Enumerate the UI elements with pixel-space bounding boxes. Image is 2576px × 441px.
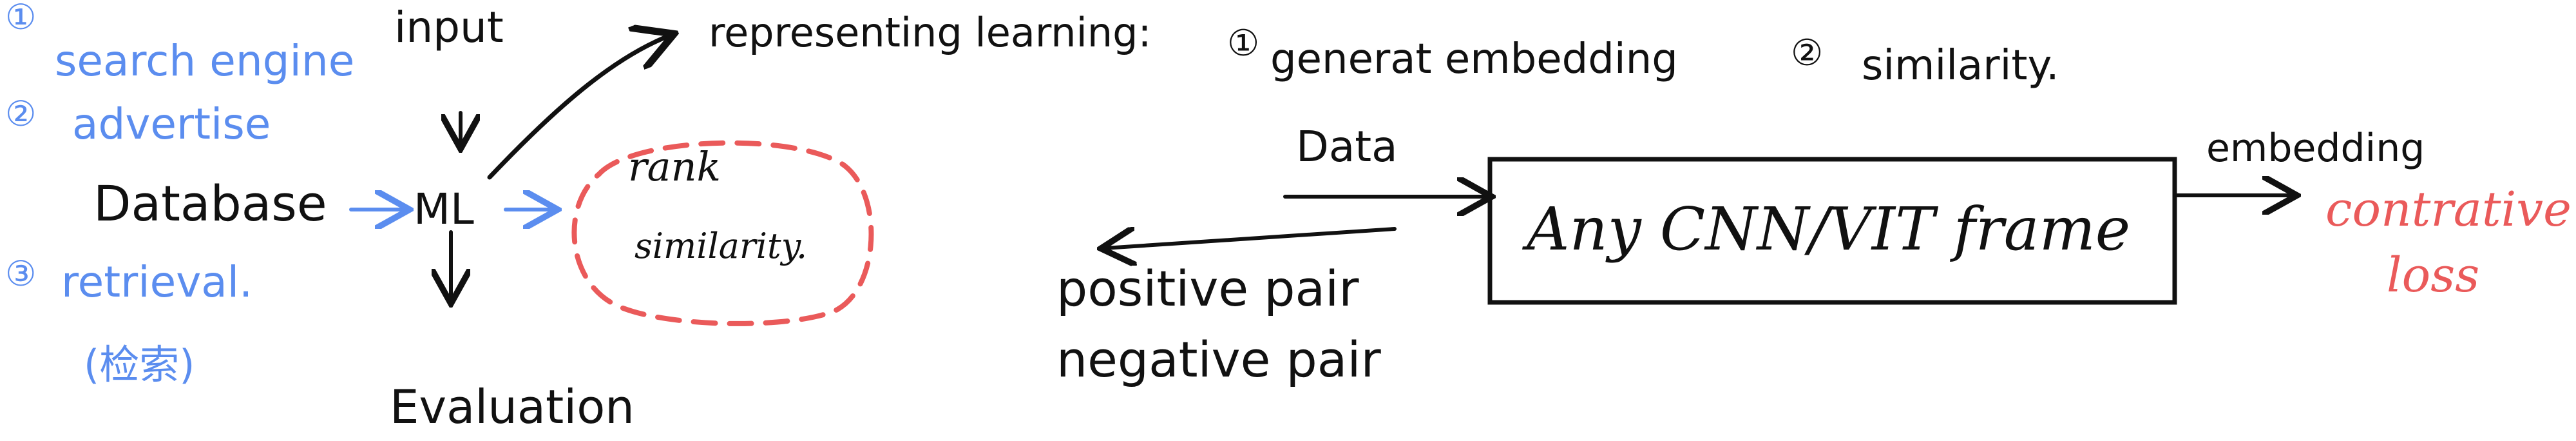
label-similarity: similarity. xyxy=(634,226,808,266)
list-marker-3: ③ xyxy=(5,253,37,294)
label-rank: rank xyxy=(628,143,721,190)
label-similarity-step: similarity. xyxy=(1862,42,2059,90)
rank-similarity-dashed-outline xyxy=(571,140,874,326)
label-data: Data xyxy=(1296,122,1398,172)
list-item-search-engine: search engine xyxy=(55,36,355,86)
model-box xyxy=(1487,157,2177,305)
list-marker-1: ① xyxy=(5,0,37,37)
label-ml: ML xyxy=(414,184,474,234)
label-database: Database xyxy=(93,175,327,232)
arrow-to-pairs xyxy=(1105,229,1397,248)
label-representing-learning: representing learning: xyxy=(709,9,1152,56)
step-marker-1: ① xyxy=(1227,23,1260,64)
label-evaluation: Evaluation xyxy=(390,380,634,434)
list-item-retrieval-note: (检索) xyxy=(84,341,195,388)
arrow-ml-to-representing-learning xyxy=(487,35,670,180)
list-item-advertise: advertise xyxy=(72,99,271,149)
label-positive-pair: positive pair xyxy=(1056,260,1359,317)
label-embedding: embedding xyxy=(2206,126,2425,171)
label-generat-embedding: generat embedding xyxy=(1270,35,1678,83)
label-input: input xyxy=(394,3,504,52)
label-negative-pair: negative pair xyxy=(1056,331,1381,388)
list-item-retrieval: retrieval. xyxy=(61,257,253,307)
list-marker-2: ② xyxy=(5,93,37,134)
label-contrative: contrative xyxy=(2325,182,2571,237)
label-loss: loss xyxy=(2387,248,2480,303)
step-marker-2: ② xyxy=(1791,32,1824,74)
model-box-label: Any CNN/VIT frame xyxy=(1527,195,2131,264)
